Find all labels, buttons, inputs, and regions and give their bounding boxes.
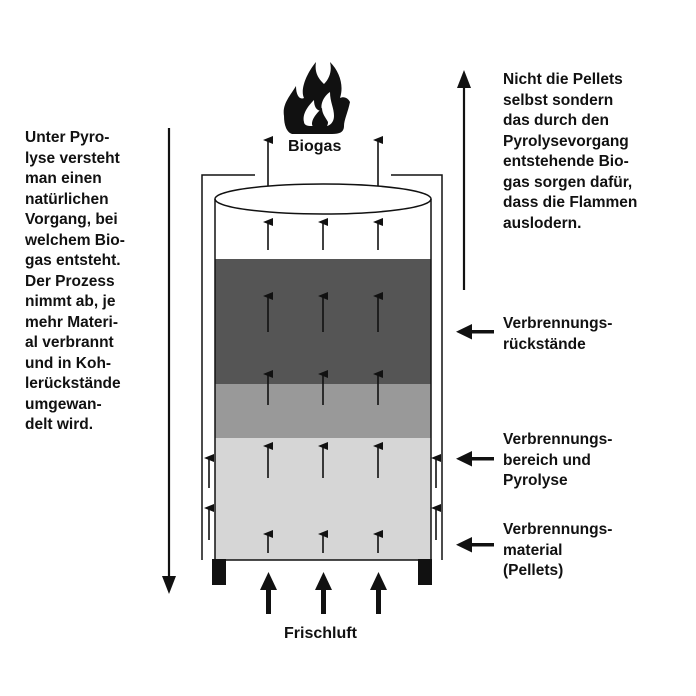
material-label: Verbrennungs- material (Pellets) <box>503 521 613 579</box>
outer-duct <box>201 174 443 560</box>
internal-arrows <box>263 136 383 553</box>
frischluft-label: Frischluft <box>284 625 357 642</box>
fresh-air-arrows <box>260 572 387 614</box>
flame-icon <box>283 62 350 134</box>
right-biogas-arrow <box>457 70 471 290</box>
bereich-label: Verbrennungs- bereich und Pyrolyse <box>503 431 613 489</box>
right-description: Nicht die Pellets selbst sondern das dur… <box>503 71 638 232</box>
arrow-up-icon <box>315 572 332 614</box>
side-arrows <box>204 454 441 540</box>
arrow-left-icon <box>456 451 494 467</box>
foot-left <box>212 559 226 585</box>
arrow-up-icon <box>370 572 387 614</box>
biogas-label: Biogas <box>288 138 342 155</box>
arrow-left-icon <box>456 324 494 340</box>
left-process-arrow <box>162 128 176 594</box>
arrow-left-icon <box>456 537 494 553</box>
arrow-up-icon <box>260 572 277 614</box>
cylinder <box>214 183 432 561</box>
rueckstaende-label: Verbrennungs- rückstände <box>503 315 613 353</box>
left-description: Unter Pyro- lyse versteht man einen natü… <box>25 129 125 433</box>
pointer-arrows <box>456 324 494 553</box>
foot-right <box>418 559 432 585</box>
